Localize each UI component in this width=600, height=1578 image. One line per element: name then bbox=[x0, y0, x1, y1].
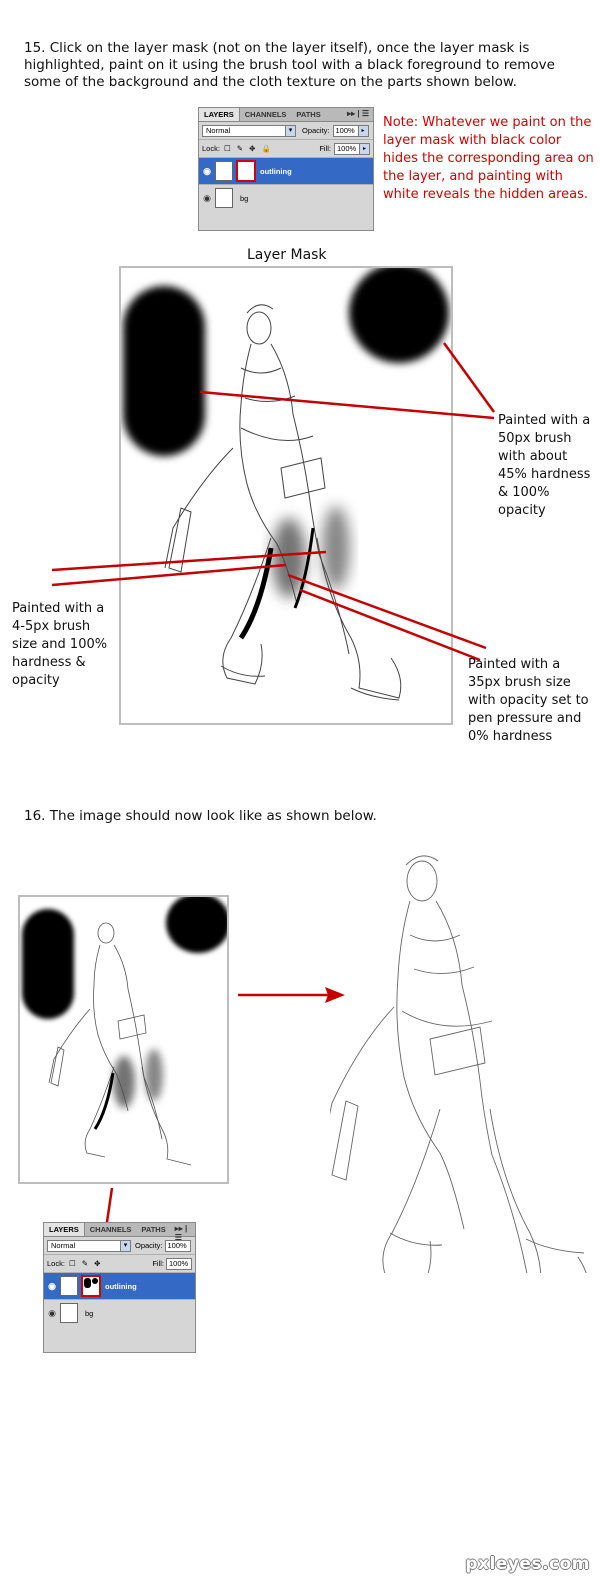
lock-label: Lock: bbox=[47, 1259, 65, 1268]
result-sketch-image bbox=[321, 843, 600, 1306]
note-text: Note: Whatever we paint on the layer mas… bbox=[383, 115, 594, 202]
step-15-instruction: 15. Click on the layer mask (not on the … bbox=[24, 40, 555, 90]
annotation-35px-brush: Painted with a 35px brush size with opac… bbox=[468, 657, 589, 744]
tab-layers[interactable]: LAYERS bbox=[44, 1223, 85, 1236]
lock-options-icon[interactable]: ☐ ✎ ✥ bbox=[68, 1259, 103, 1268]
step-16-instruction: 16. The image should now look like as sh… bbox=[24, 808, 377, 824]
lock-row: Lock: ☐ ✎ ✥ 🔒 Fill: 100% ▸ bbox=[199, 140, 373, 158]
panel-menu-icon[interactable]: ▸▸ | ☰ bbox=[174, 1224, 188, 1242]
fill-label: Fill: bbox=[319, 144, 331, 153]
layer-mask-thumbnail[interactable] bbox=[236, 160, 256, 182]
tab-channels[interactable]: CHANNELS bbox=[89, 1225, 132, 1234]
layer-mask-illustration bbox=[123, 268, 449, 701]
blend-mode-value: Normal bbox=[51, 1240, 76, 1250]
layer-name: bg bbox=[240, 193, 249, 203]
blend-row: Normal ▾ Opacity: 100% ▸ bbox=[199, 122, 373, 140]
masked-preview-illustration bbox=[22, 897, 227, 1166]
chevron-down-icon: ▾ bbox=[285, 125, 295, 136]
layer-name: outlining bbox=[105, 1281, 137, 1291]
fill-label: Fill: bbox=[152, 1259, 164, 1268]
opacity-label: Opacity: bbox=[135, 1241, 163, 1250]
chevron-down-icon: ▾ bbox=[120, 1240, 130, 1251]
masked-preview-image bbox=[18, 895, 229, 1184]
layer-row-bg[interactable]: ◉ bg bbox=[44, 1300, 195, 1326]
fill-input[interactable]: 100% bbox=[166, 1257, 192, 1270]
layer-name: bg bbox=[85, 1308, 94, 1318]
lock-options-icon[interactable]: ☐ ✎ ✥ 🔒 bbox=[223, 144, 273, 153]
watermark: pxleyes.com bbox=[465, 1554, 590, 1574]
lock-label: Lock: bbox=[202, 144, 220, 153]
fill-input[interactable]: 100% bbox=[334, 142, 360, 155]
layer-row-bg[interactable]: ◉ bg bbox=[199, 185, 373, 211]
opacity-arrow-icon[interactable]: ▸ bbox=[358, 124, 369, 137]
layers-panel-2: LAYERS CHANNELS PATHS ▸▸ | ☰ Normal ▾ Op… bbox=[43, 1222, 196, 1353]
panel-tabs: LAYERS CHANNELS PATHS ▸▸ | ☰ bbox=[199, 108, 373, 122]
eye-icon[interactable]: ◉ bbox=[203, 165, 211, 176]
result-sketch-illustration bbox=[321, 855, 591, 1306]
layer-thumbnail[interactable] bbox=[60, 1276, 78, 1296]
tab-paths[interactable]: PATHS bbox=[296, 110, 321, 119]
panel-tabs: LAYERS CHANNELS PATHS ▸▸ | ☰ bbox=[44, 1223, 195, 1242]
panel-menu-icon[interactable]: ▸▸ | ☰ bbox=[347, 109, 369, 118]
layer-name: outlining bbox=[260, 166, 292, 176]
opacity-label: Opacity: bbox=[302, 126, 330, 135]
blend-mode-select[interactable]: Normal ▾ bbox=[47, 1239, 131, 1252]
tab-layers[interactable]: LAYERS bbox=[199, 108, 240, 121]
layer-thumbnail[interactable] bbox=[215, 188, 233, 208]
eye-icon[interactable]: ◉ bbox=[203, 192, 211, 203]
opacity-input[interactable]: 100% bbox=[332, 124, 359, 137]
layer-row-outlining[interactable]: ◉ outlining bbox=[199, 158, 373, 185]
tab-channels[interactable]: CHANNELS bbox=[244, 110, 287, 119]
blend-mode-select[interactable]: Normal ▾ bbox=[202, 124, 296, 137]
lock-row: Lock: ☐ ✎ ✥ Fill: 100% bbox=[44, 1255, 195, 1273]
annotation-50px-brush: Painted with a 50px brush with about 45%… bbox=[498, 413, 591, 518]
opacity-input[interactable]: 100% bbox=[164, 1239, 191, 1252]
layer-thumbnail[interactable] bbox=[215, 161, 233, 181]
layer-mask-thumbnail[interactable] bbox=[81, 1275, 101, 1297]
layer-thumbnail[interactable] bbox=[60, 1303, 78, 1323]
layers-panel: LAYERS CHANNELS PATHS ▸▸ | ☰ Normal ▾ Op… bbox=[198, 107, 374, 231]
blend-mode-value: Normal bbox=[206, 125, 231, 135]
blend-row: Normal ▾ Opacity: 100% bbox=[44, 1237, 195, 1255]
layer-mask-title: Layer Mask bbox=[247, 247, 327, 263]
fill-arrow-icon[interactable]: ▸ bbox=[360, 142, 370, 155]
layer-mask-image bbox=[119, 266, 453, 725]
layer-row-outlining[interactable]: ◉ outlining bbox=[44, 1273, 195, 1300]
annotation-4-5px-brush: Painted with a 4-5px brush size and 100%… bbox=[12, 601, 108, 688]
eye-icon[interactable]: ◉ bbox=[48, 1280, 56, 1291]
eye-icon[interactable]: ◉ bbox=[48, 1307, 56, 1318]
tab-paths[interactable]: PATHS bbox=[141, 1225, 166, 1234]
